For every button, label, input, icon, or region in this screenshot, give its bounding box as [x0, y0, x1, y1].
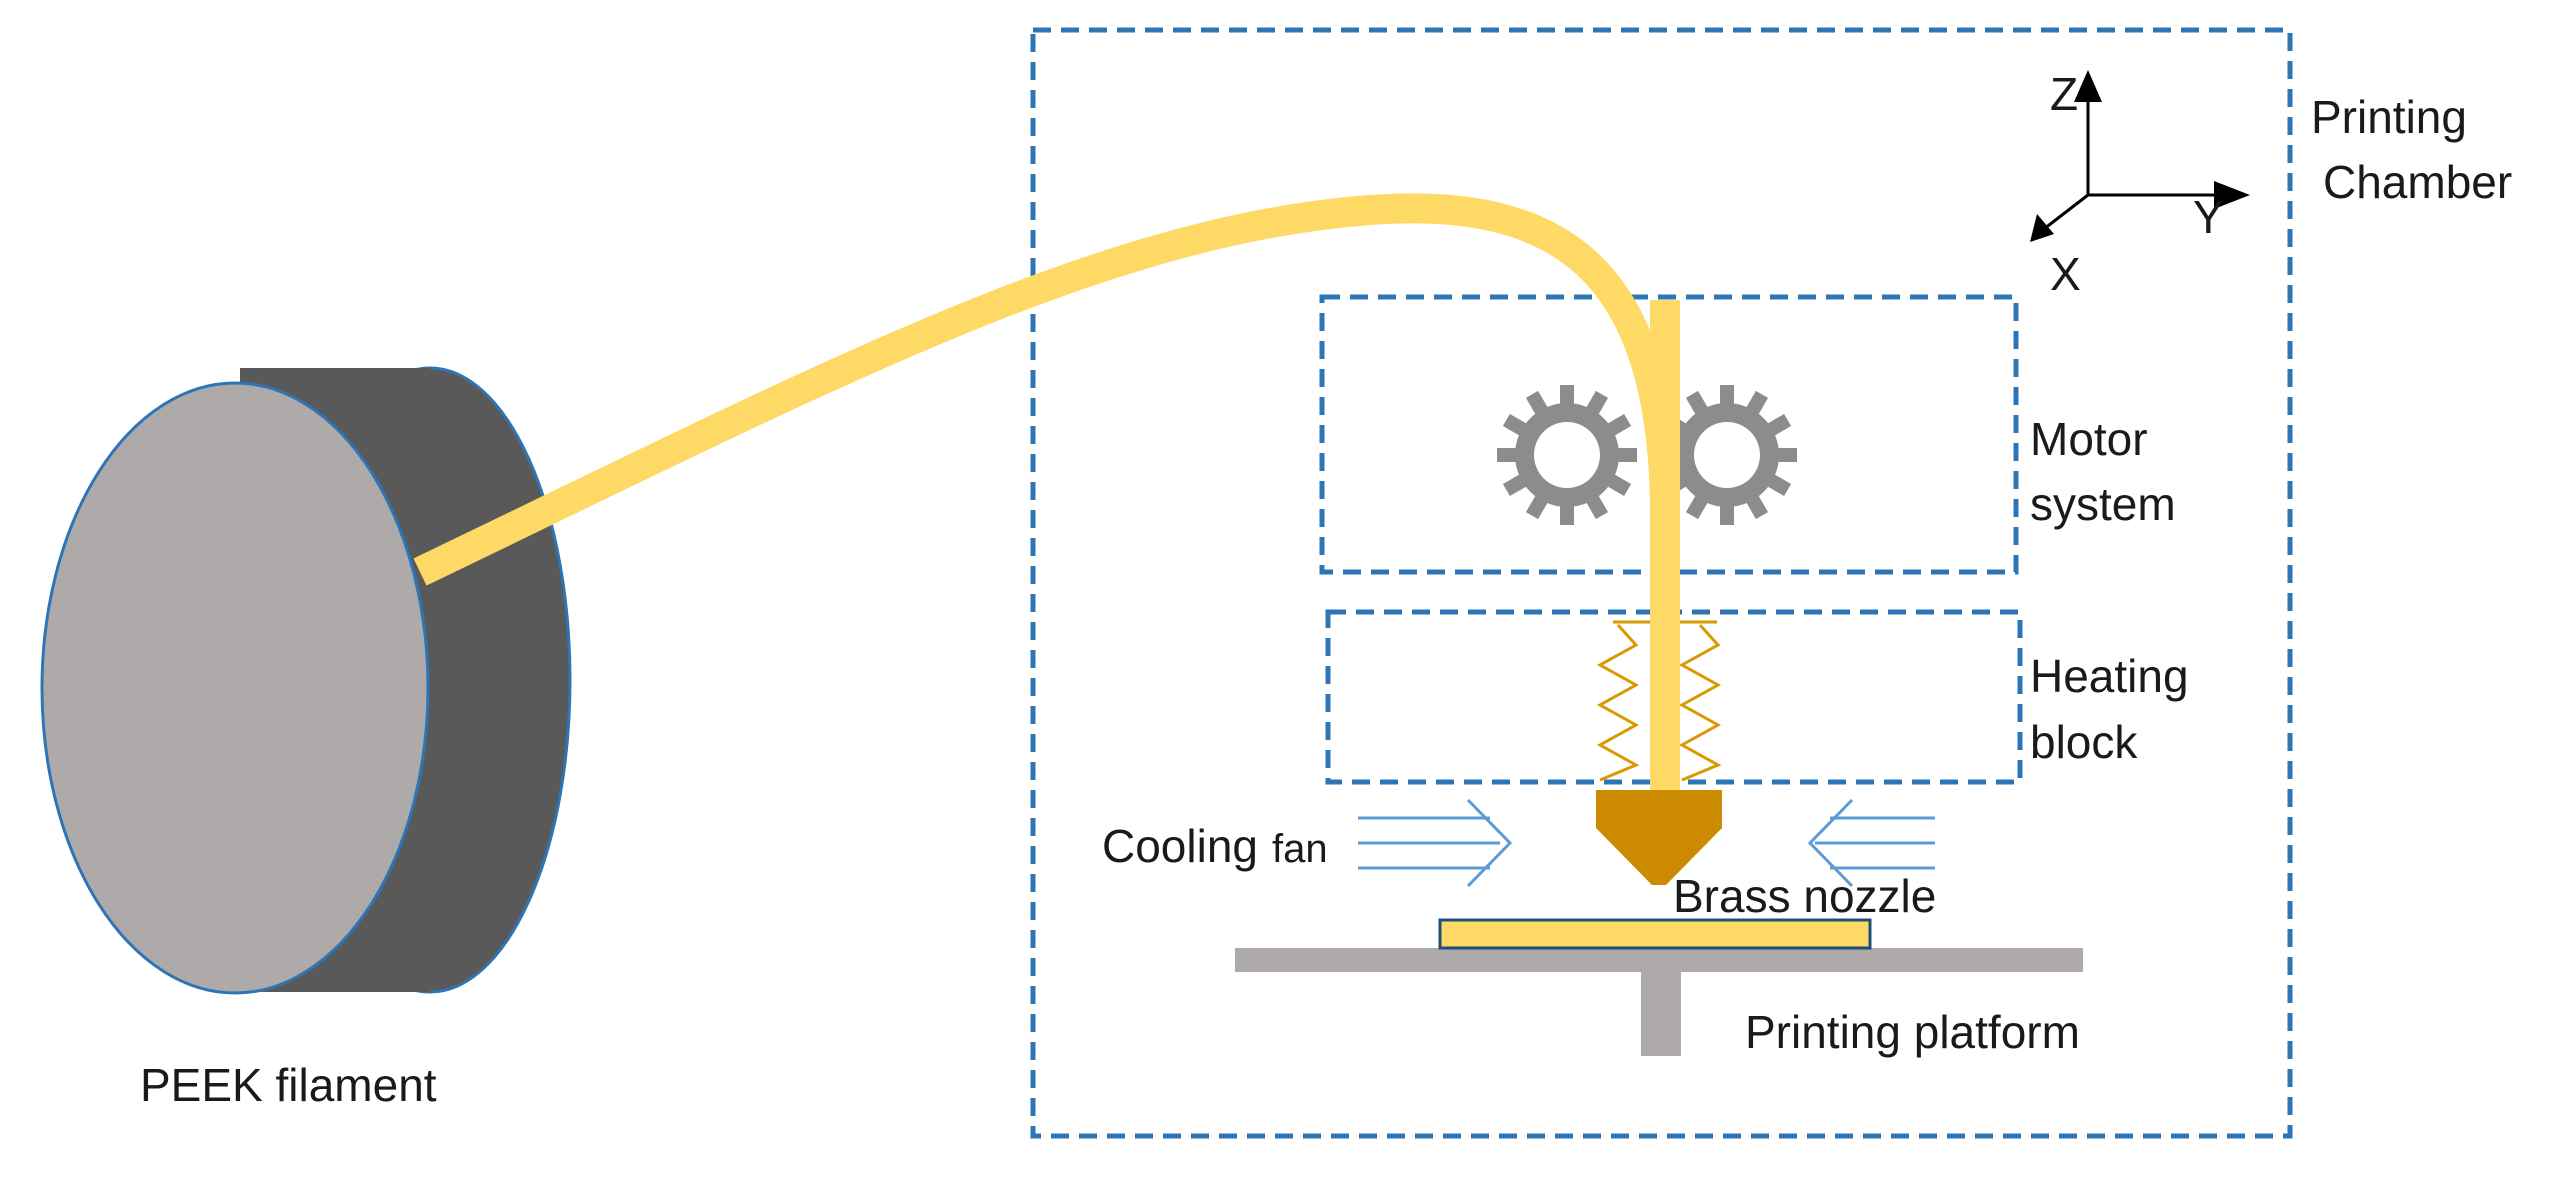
printing-platform [1235, 918, 2083, 1056]
printing-chamber-label-line2: Chamber [2323, 156, 2512, 208]
axis-label-y: Y [2193, 191, 2224, 243]
fan-label: fan [1272, 827, 1328, 871]
brass-nozzle-label: Brass nozzle [1673, 870, 1936, 922]
axis-label-x: X [2050, 248, 2081, 300]
cooling-label: Cooling [1102, 820, 1258, 872]
xyz-axes-icon [2030, 70, 2250, 242]
printing-chamber-label-line1: Printing [2311, 91, 2467, 143]
printed-part [1438, 918, 1872, 950]
heating-block-label-line2: block [2030, 716, 2138, 768]
motor-system-label-line2: system [2030, 478, 2176, 530]
heating-block-label-line1: Heating [2030, 650, 2189, 702]
spool-front-face [40, 381, 430, 995]
air-flow-left-icon [1358, 798, 1513, 888]
brass-nozzle [1596, 790, 1722, 885]
air-flow-right-icon [1807, 798, 1935, 888]
axis-label-z: Z [2050, 68, 2078, 120]
motor-system-label-line1: Motor [2030, 413, 2148, 465]
heating-coil-right [1678, 623, 1722, 782]
gear-icon [1497, 385, 1637, 525]
printing-chamber-box [1030, 27, 2293, 1139]
peek-filament-spool [40, 366, 572, 995]
filament-strand [413, 193, 1680, 790]
peek-filament-label: PEEK filament [140, 1059, 437, 1111]
printing-platform-label: Printing platform [1745, 1006, 2080, 1058]
